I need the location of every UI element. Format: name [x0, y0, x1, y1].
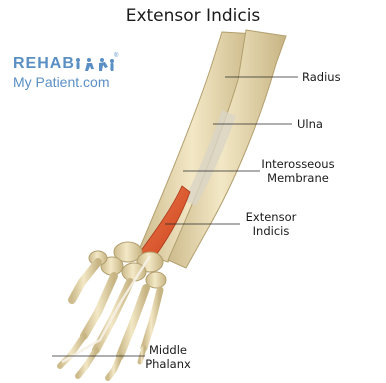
label-middle-phalanx: Middle Phalanx	[138, 343, 198, 371]
label-interosseous-membrane: Interosseous Membrane	[258, 157, 338, 185]
label-extensor-line1: Extensor	[236, 210, 306, 224]
label-radius: Radius	[302, 70, 341, 84]
label-interosseous-line1: Interosseous	[258, 157, 338, 171]
label-middle-line2: Phalanx	[138, 357, 198, 371]
label-extensor-indicis: Extensor Indicis	[236, 210, 306, 238]
label-interosseous-line2: Membrane	[258, 171, 338, 185]
label-middle-line1: Middle	[138, 343, 198, 357]
label-ulna: Ulna	[297, 117, 323, 131]
label-extensor-line2: Indicis	[236, 224, 306, 238]
